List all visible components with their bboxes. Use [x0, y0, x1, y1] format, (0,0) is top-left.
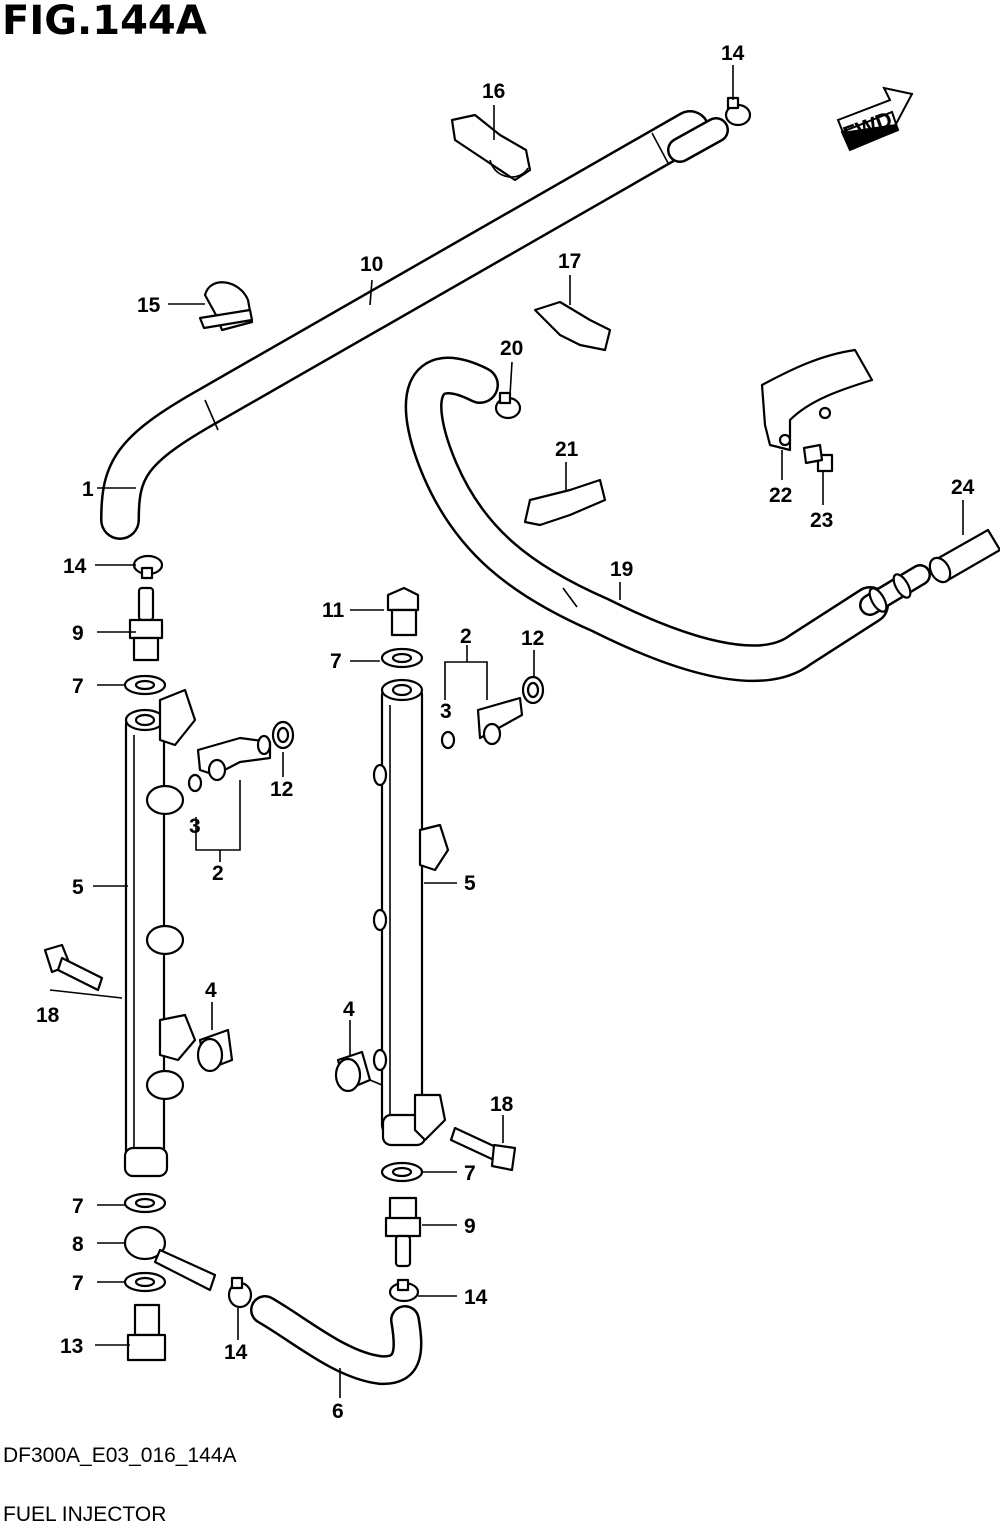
callout-2: 2 [460, 625, 472, 648]
callout-18: 18 [490, 1093, 514, 1116]
callout-7: 7 [464, 1162, 476, 1185]
sleeve-24 [928, 528, 1000, 584]
o-ring-3-left [187, 773, 203, 793]
callout-14: 14 [63, 555, 87, 578]
bolt-18-right [449, 1126, 517, 1172]
callout-15: 15 [137, 294, 161, 317]
fitting-9-top [128, 586, 164, 662]
callout-4: 4 [343, 998, 355, 1021]
bracket-22 [760, 348, 874, 452]
diagram-caption: FUEL INJECTOR [3, 1503, 167, 1526]
callout-14: 14 [721, 42, 745, 65]
callout-7: 7 [72, 675, 84, 698]
cap-12-left [271, 720, 295, 750]
callout-9: 9 [464, 1215, 476, 1238]
callout-8: 8 [72, 1233, 84, 1256]
callout-22: 22 [769, 484, 792, 507]
callout-10: 10 [360, 253, 383, 276]
callout-24: 24 [951, 476, 975, 499]
clip-16 [450, 113, 532, 182]
callout-14: 14 [224, 1341, 248, 1364]
callout-labels: 1 14 9 7 5 18 7 8 7 13 15 10 16 14 17 20… [36, 42, 975, 1423]
callout-17: 17 [558, 250, 581, 273]
callout-11: 11 [322, 599, 345, 622]
callout-14: 14 [464, 1286, 488, 1309]
callout-9: 9 [72, 622, 84, 645]
callout-3: 3 [189, 815, 201, 838]
callout-13: 13 [60, 1335, 83, 1358]
clamp-14-left [132, 554, 164, 580]
injector-left [196, 734, 272, 782]
callout-20: 20 [500, 337, 523, 360]
cap-12-right [521, 675, 545, 705]
damper-4-right [334, 1050, 372, 1093]
callout-6: 6 [332, 1400, 344, 1423]
leader-lines [49, 65, 964, 1398]
callout-12: 12 [521, 627, 544, 650]
clip-20 [494, 391, 522, 420]
callout-5: 5 [72, 876, 84, 899]
callout-1: 1 [82, 478, 94, 501]
figure-title: FIG.144A [2, 0, 207, 44]
diagram-code: DF300A_E03_016_144A [3, 1444, 237, 1467]
callout-16: 16 [482, 80, 505, 103]
callout-2: 2 [212, 862, 224, 885]
bolt-23 [802, 443, 834, 473]
fuel-hose-10 [100, 110, 729, 540]
callout-7: 7 [72, 1272, 84, 1295]
clamp-14-low-center [227, 1276, 253, 1309]
callout-5: 5 [464, 872, 476, 895]
callout-7: 7 [72, 1195, 84, 1218]
clamp-14-low-right [388, 1278, 420, 1303]
fitting-9-bottom [384, 1196, 422, 1268]
fwd-arrow-icon: FWD [836, 86, 914, 152]
clip-17 [533, 300, 612, 352]
callout-4: 4 [205, 979, 217, 1002]
return-hose-19 [404, 356, 931, 683]
callout-21: 21 [555, 438, 579, 461]
bolt-18-left [43, 943, 104, 992]
union-bolt-13 [126, 1303, 167, 1362]
callout-18: 18 [36, 1004, 60, 1027]
callout-19: 19 [610, 558, 633, 581]
bolt-11 [386, 586, 420, 637]
o-ring-3-right [440, 730, 456, 750]
damper-4-left [196, 1028, 234, 1073]
injector-right [476, 696, 524, 746]
fuel-rail-left [123, 688, 197, 1178]
clip-21 [523, 478, 607, 527]
callout-23: 23 [810, 509, 833, 532]
callout-7: 7 [330, 650, 342, 673]
clip-15 [198, 281, 254, 332]
fuel-rail-right [372, 678, 450, 1147]
callout-12: 12 [270, 778, 293, 801]
banjo-fitting-8 [123, 1225, 217, 1292]
hose-6 [250, 1295, 423, 1386]
clamp-14-top-right [724, 96, 752, 127]
callout-3: 3 [440, 700, 452, 723]
